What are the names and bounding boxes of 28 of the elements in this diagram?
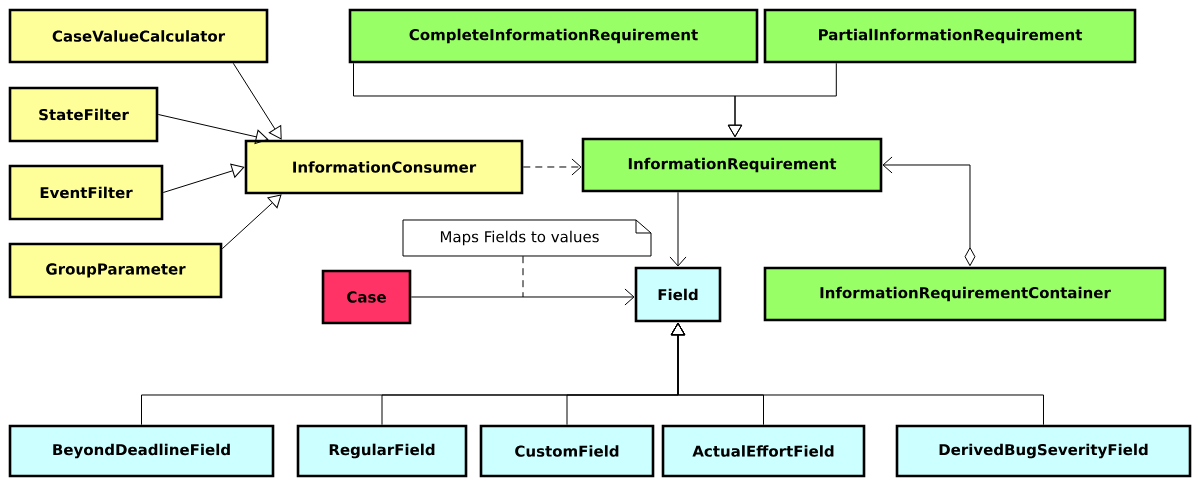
class-box: CustomField <box>479 424 655 478</box>
class-box: Field <box>634 266 722 323</box>
class-box: CompleteInformationRequirement <box>348 8 759 64</box>
class-box: StateFilter <box>8 86 159 143</box>
class-box: PartialInformationRequirement <box>763 8 1137 64</box>
class-box: InformationRequirement <box>581 137 883 193</box>
class-box: Case <box>321 269 412 325</box>
class-box: EventFilter <box>8 164 164 221</box>
class-box: DerivedBugSeverityField <box>895 424 1192 478</box>
arrow <box>882 156 976 267</box>
class-box: BeyondDeadlineField <box>8 424 275 478</box>
class-box: CaseValueCalculator <box>8 8 269 64</box>
class-box: RegularField <box>296 424 468 478</box>
arrow <box>221 194 282 250</box>
class-box: InformationRequirementContainer <box>763 266 1167 322</box>
arrow <box>669 191 687 267</box>
arrow <box>162 163 245 193</box>
arrow <box>157 114 269 144</box>
class-box: ActualEffortField <box>661 424 866 478</box>
class-box: InformationConsumer <box>244 139 524 195</box>
class-box: GroupParameter <box>8 242 223 299</box>
arrow <box>670 322 1044 426</box>
leader-line <box>522 255 524 298</box>
arrow <box>522 158 582 176</box>
note: Maps Fields to values <box>402 219 652 257</box>
arrow <box>410 288 635 306</box>
arrow <box>727 62 837 138</box>
arrow <box>232 62 282 140</box>
